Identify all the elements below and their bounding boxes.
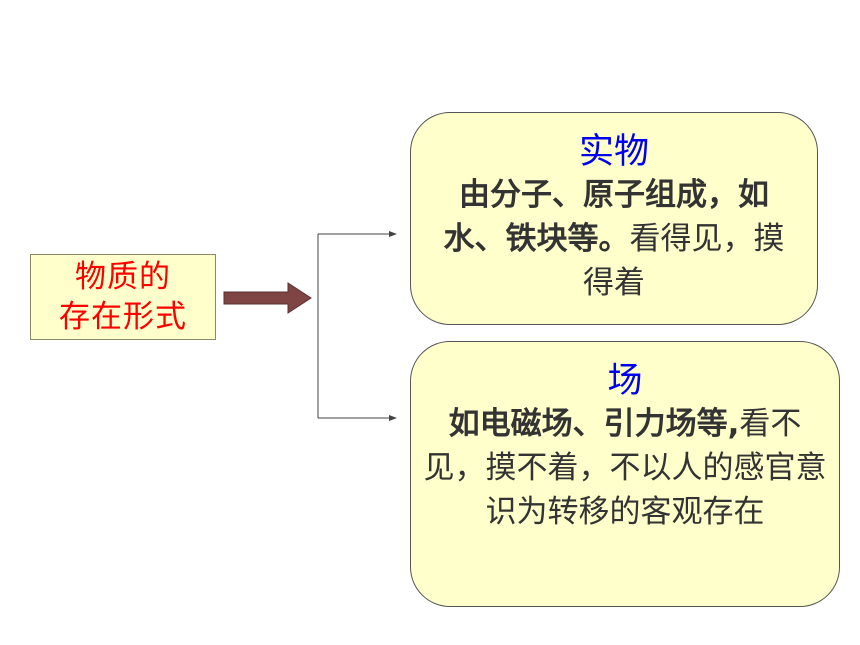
root-concept-line-2: 存在形式: [59, 299, 187, 335]
node-description-bold: 由分子、原子组成，如水、铁块等。: [443, 177, 770, 257]
node-description: 由分子、原子组成，如水、铁块等。看得见，摸得着: [411, 173, 817, 305]
arrowhead-bottom-icon: [389, 415, 397, 421]
node-description-normal: 看得见，摸得着: [583, 221, 785, 301]
node-matter-field: 场 如电磁场、引力场等,看不见，摸不着，不以人的感官意识为转移的客观存在: [410, 341, 840, 607]
node-matter-substance: 实物 由分子、原子组成，如水、铁块等。看得见，摸得着: [410, 112, 818, 325]
node-title: 场: [607, 361, 643, 401]
block-arrow-icon: [223, 282, 312, 314]
node-title: 实物: [578, 132, 649, 172]
node-description-bold: 如电磁场、引力场等,: [448, 406, 740, 442]
root-concept-line-1: 物质的: [75, 259, 171, 295]
node-description-normal: 看不见，摸不着，不以人的感官意识为转移的客观存在: [423, 406, 827, 530]
node-description: 如电磁场、引力场等,看不见，摸不着，不以人的感官意识为转移的客观存在: [411, 402, 839, 534]
root-concept-box: 物质的 存在形式: [30, 254, 216, 340]
arrowhead-top-icon: [389, 231, 397, 237]
